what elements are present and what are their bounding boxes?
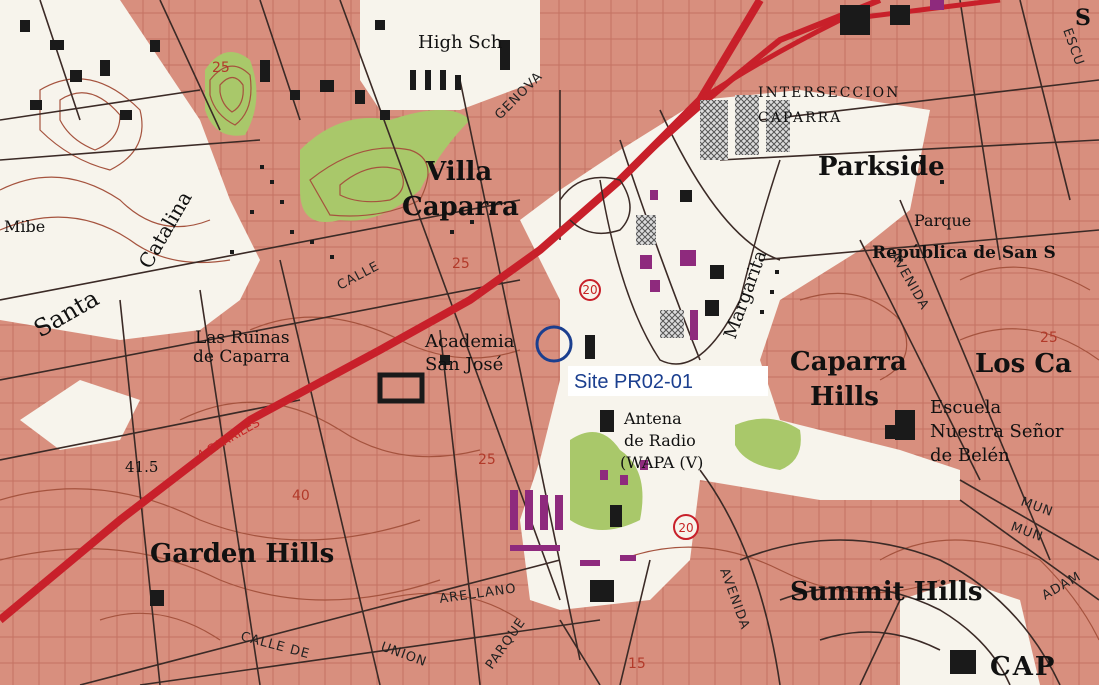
label-caparra-interchange: CAPARRA bbox=[758, 110, 842, 126]
label-caparra-hills-1: Caparra bbox=[790, 347, 907, 377]
label-mibe: Mibe bbox=[4, 217, 45, 236]
label-escuela-1: Escuela bbox=[930, 397, 1001, 418]
curved-road-east bbox=[599, 159, 781, 365]
house-dots bbox=[230, 160, 944, 314]
interchange-ramps bbox=[559, 176, 631, 235]
contour-label-25a: 25 bbox=[212, 60, 230, 76]
svg-text:20: 20 bbox=[582, 283, 597, 297]
route-shield-20-north: 20 bbox=[579, 279, 601, 301]
site-marker-circle[interactable] bbox=[535, 325, 573, 363]
hatched-block-5 bbox=[660, 310, 684, 338]
site-label: Site PR02-01 bbox=[574, 371, 693, 393]
label-interseccion: INTERSECCION bbox=[758, 85, 900, 101]
label-antena-1: Antena bbox=[623, 409, 682, 428]
label-republica: República de San S bbox=[872, 243, 1056, 263]
label-summit-hills: Summit Hills bbox=[790, 577, 982, 607]
green-area-3 bbox=[570, 432, 643, 530]
label-cap: CAP bbox=[990, 652, 1056, 682]
label-academia-2: San José bbox=[425, 354, 503, 375]
label-antena-3: (WAPA (V) bbox=[620, 453, 703, 472]
contour-label-25b: 25 bbox=[452, 256, 470, 272]
label-caparra-hills-2: Hills bbox=[810, 382, 879, 412]
buildings bbox=[20, 5, 976, 674]
hatched-block-2 bbox=[735, 95, 759, 155]
label-parkside: Parkside bbox=[818, 152, 945, 182]
open-area-north bbox=[360, 0, 540, 110]
label-antena-2: de Radio bbox=[624, 431, 696, 450]
label-high-school: High Sch bbox=[418, 32, 503, 53]
highway-interchange-2 bbox=[698, 0, 1001, 103]
green-area-1 bbox=[205, 52, 257, 136]
hatched-block-3 bbox=[766, 100, 790, 152]
label-ruinas-1: Las Ruinas bbox=[195, 328, 290, 348]
site-label-box bbox=[568, 366, 768, 396]
contour-label-25c: 25 bbox=[478, 452, 496, 468]
label-parque: Parque bbox=[914, 211, 971, 230]
hatched-block-1 bbox=[700, 100, 728, 160]
label-garden-hills: Garden Hills bbox=[150, 539, 334, 569]
open-area-southwest bbox=[20, 380, 140, 450]
label-ruinas-2: de Caparra bbox=[193, 347, 290, 367]
contour-label-40: 40 bbox=[292, 488, 310, 504]
label-caparra: Caparra bbox=[402, 192, 519, 222]
label-escuela-2: Nuestra Señor bbox=[930, 421, 1064, 442]
green-area-2 bbox=[300, 110, 470, 222]
label-escuela-3: de Belén bbox=[930, 445, 1010, 466]
green-area-4 bbox=[735, 418, 801, 470]
contour-label-25d: 25 bbox=[1040, 330, 1058, 346]
purple-structures bbox=[510, 0, 944, 566]
spot-elevation-41-5: 41.5 bbox=[125, 458, 158, 476]
route-shield-20-south: 20 bbox=[673, 514, 699, 540]
svg-text:20: 20 bbox=[678, 521, 693, 535]
contour-label-15: 15 bbox=[628, 656, 646, 672]
highway-interchange bbox=[617, 0, 882, 183]
hatched-block-4 bbox=[636, 215, 656, 245]
label-los-ca: Los Ca bbox=[975, 349, 1072, 379]
open-area-northwest bbox=[0, 0, 260, 340]
label-villa: Villa bbox=[425, 157, 492, 187]
label-s: S bbox=[1075, 5, 1091, 31]
label-academia-1: Academia bbox=[424, 331, 515, 352]
